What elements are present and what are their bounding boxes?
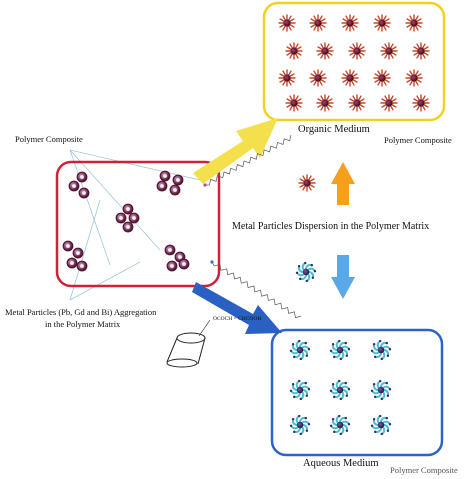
pinwheel-micelle-icon xyxy=(289,414,311,436)
star-coated-particle-icon xyxy=(285,94,303,112)
label-leader-lines xyxy=(69,149,201,301)
arrow-to-organic xyxy=(193,118,278,184)
star-coated-particle-icon xyxy=(278,14,296,32)
particles-layer xyxy=(62,14,430,436)
star-coated-particle-icon xyxy=(341,14,359,32)
zigzag-chain-icon xyxy=(210,260,302,319)
pinwheel-micelle-icon xyxy=(289,379,311,401)
star-coated-particle-icon xyxy=(405,69,423,87)
star-coated-particle-icon xyxy=(380,42,398,60)
pinwheel-micelle-icon xyxy=(370,339,392,361)
star-coated-particle-icon xyxy=(405,14,423,32)
star-coated-particle-icon xyxy=(309,69,327,87)
arrow-down-light-blue xyxy=(331,255,355,299)
pinwheel-micelle-icon xyxy=(295,261,317,283)
star-coated-particle-icon xyxy=(309,14,327,32)
pinwheel-micelle-icon xyxy=(370,379,392,401)
pinwheel-micelle-icon xyxy=(329,379,351,401)
star-coated-particle-icon xyxy=(278,69,296,87)
label-aqueous-medium: Aqueous Medium xyxy=(303,458,379,469)
label-cone-formula: OCOCH = CHCOOH xyxy=(213,316,262,322)
aggregate-cluster-icon xyxy=(164,244,190,272)
star-coated-particle-icon xyxy=(341,69,359,87)
star-coated-particle-icon xyxy=(285,42,303,60)
star-coated-particle-icon xyxy=(373,69,391,87)
pinwheel-micelle-icon xyxy=(289,339,311,361)
star-coated-particle-icon xyxy=(412,94,430,112)
aggregate-cluster-icon xyxy=(156,170,184,196)
star-coated-particle-icon xyxy=(373,14,391,32)
aggregate-cluster-icon xyxy=(62,240,88,272)
aggregate-cluster-icon xyxy=(115,203,140,233)
pinwheel-micelle-icon xyxy=(370,414,392,436)
aggregation-box xyxy=(55,160,221,288)
pinwheel-micelle-icon xyxy=(329,414,351,436)
organic-medium-box xyxy=(262,1,446,122)
label-aggregation-line2: in the Polymer Matrix xyxy=(45,319,121,329)
star-coated-particle-icon xyxy=(316,42,334,60)
star-coated-particle-icon xyxy=(348,42,366,60)
pinwheel-micelle-icon xyxy=(329,339,351,361)
label-polymer-composite-left: Polymer Composite xyxy=(15,134,83,144)
label-organic-medium: Organic Medium xyxy=(298,124,370,135)
zigzag-chain-icon xyxy=(203,135,292,187)
label-aggregation-line1: Metal Particles (Pb, Gd and Bi) Aggregat… xyxy=(5,307,157,317)
star-coated-particle-icon xyxy=(348,94,366,112)
label-polymer-composite-bottom: Polymer Composite xyxy=(390,465,458,475)
arrow-to-aqueous xyxy=(192,282,282,334)
label-dispersion: Metal Particles Dispersion in the Polyme… xyxy=(232,221,430,232)
star-coated-particle-icon xyxy=(316,94,334,112)
aggregate-cluster-icon xyxy=(68,171,90,199)
arrow-up-orange xyxy=(331,162,355,205)
star-coated-particle-icon xyxy=(412,42,430,60)
aqueous-medium-box xyxy=(270,328,444,457)
label-polymer-composite-right: Polymer Composite xyxy=(384,135,452,145)
beaker-cone-icon xyxy=(166,319,211,368)
star-coated-particle-icon xyxy=(380,94,398,112)
star-coated-particle-icon xyxy=(298,174,316,192)
